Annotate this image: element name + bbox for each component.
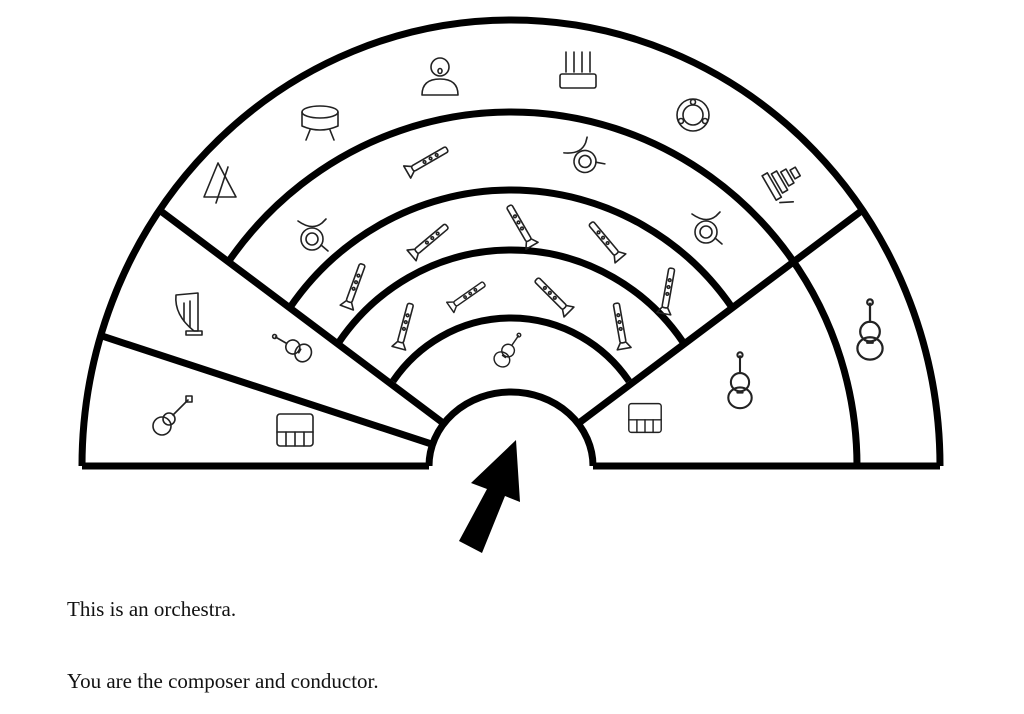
- timpani-icon: [301, 105, 339, 141]
- guitar-icon: [152, 395, 193, 436]
- conductor-podium-arc: [425, 388, 597, 467]
- alto-saxophone-icon: [588, 221, 627, 264]
- cello-icon: [727, 351, 753, 410]
- piano-icon: [276, 413, 314, 447]
- tambourine-icon: [676, 98, 710, 132]
- oboe-icon: [612, 302, 632, 351]
- role-text: You are the composer and conductor.: [67, 669, 379, 693]
- viola-icon: [271, 333, 313, 363]
- harp-icon: [175, 292, 203, 336]
- accordion-icon: [628, 402, 662, 434]
- recorder-icon: [445, 281, 486, 314]
- radial-line-left-lower: [99, 332, 434, 448]
- stage-outline: [78, 16, 944, 470]
- conductor-arrow-icon: [459, 440, 520, 553]
- ring-arc-4: [224, 108, 861, 467]
- radial-line-left-upper: [157, 207, 446, 427]
- radial-line-right: [576, 207, 865, 427]
- clarinet-icon: [506, 204, 539, 251]
- outer-arc: [78, 16, 944, 467]
- ring-arc-2: [336, 246, 686, 345]
- intro-text: This is an orchestra.: [67, 597, 237, 621]
- xylophone-icon: [761, 166, 802, 204]
- violin-icon: [493, 332, 522, 368]
- ring-arc-1: [390, 314, 632, 384]
- trombone-icon: [563, 136, 606, 174]
- triangle-icon: [203, 162, 237, 204]
- ring-arc-3: [286, 186, 736, 310]
- french-horn-icon: [297, 218, 329, 252]
- saxophone-icon: [406, 223, 449, 262]
- flute-icon: [391, 302, 414, 351]
- clarinet-2-icon: [534, 277, 575, 318]
- double-bass-icon: [856, 298, 884, 361]
- tuba-icon: [691, 211, 723, 245]
- bassoon-icon: [656, 267, 676, 316]
- organ-icon: [559, 51, 597, 89]
- instrument-icons: [152, 51, 884, 447]
- trumpet-small-icon: [339, 263, 366, 311]
- trumpet-icon: [402, 146, 449, 179]
- singer-icon: [421, 57, 459, 96]
